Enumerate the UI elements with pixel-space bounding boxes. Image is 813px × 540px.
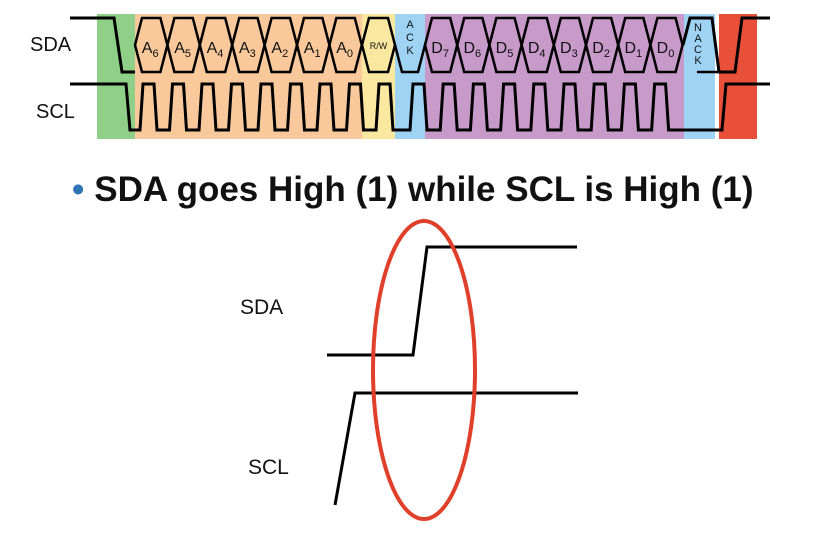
bullet-icon: • [72,170,85,209]
rw-band [362,14,395,139]
ack-label-char: K [406,45,414,57]
stop-band [719,14,757,139]
address-band [135,14,362,139]
nack-label-char: C [694,44,702,56]
rw-bit-label: R/W [370,41,388,51]
zoom-sda-label: SDA [240,296,283,319]
sda-data-bit-cell [649,16,684,74]
headline-text: SDA goes High (1) while SCL is High (1) [94,170,754,209]
zoom-scl-waveform [333,391,578,506]
ack-label-char: C [406,32,414,44]
waveforms [70,16,770,132]
sda-signal-label: SDA [30,34,72,56]
scl-signal-label: SCL [36,101,75,123]
sda-ack-low [393,44,427,74]
headline: •SDA goes High (1) while SCL is High (1) [72,170,813,220]
nack-label-char: A [694,33,702,45]
nack-label-char: K [694,55,702,67]
stop-condition-zoom: SDA SCL [240,219,578,521]
sda-start-waveform [70,16,135,74]
zoom-scl-label: SCL [248,456,289,479]
ack-label: ACK [406,19,414,57]
data-band [425,14,684,139]
zoom-sda-waveform [327,245,577,357]
ack-label-char: A [406,19,414,31]
nack-band [684,14,715,139]
stop-condition-highlight-ellipse [371,219,477,521]
scl-clock-waveform [70,82,770,132]
phase-bands [97,14,757,139]
nack-label-char: N [694,22,702,34]
